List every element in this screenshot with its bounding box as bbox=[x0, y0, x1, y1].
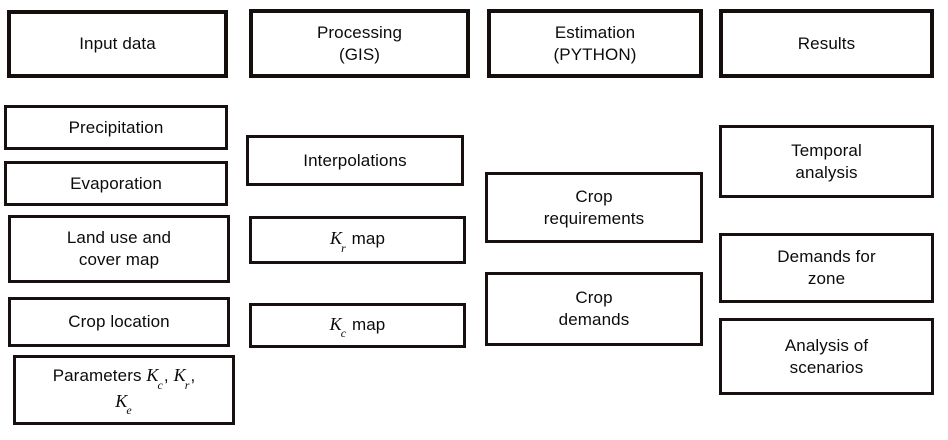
header-box-header-input-data: Input data bbox=[7, 10, 228, 78]
node-box-kr-map: Kr map bbox=[249, 216, 466, 264]
node-label-interpolations: Interpolations bbox=[303, 150, 407, 170]
node-label-precipitation: Precipitation bbox=[68, 117, 164, 137]
node-label-crop-location: Crop location bbox=[68, 312, 170, 332]
node-box-crop-location: Crop location bbox=[8, 297, 230, 347]
header-box-header-results: Results bbox=[719, 9, 934, 78]
header-label-header-results: Results bbox=[797, 33, 856, 53]
header-box-header-estimation-python: Estimation(PYTHON) bbox=[487, 9, 703, 78]
header-label-header-processing-gis: Processing(GIS) bbox=[316, 22, 403, 64]
node-box-kc-map: Kc map bbox=[249, 303, 466, 348]
node-box-parameters: Parameters Kc, Kr,Ke bbox=[13, 355, 235, 425]
header-label-header-estimation-python: Estimation(PYTHON) bbox=[553, 22, 637, 64]
node-label-kr-map: Kr map bbox=[329, 228, 386, 255]
node-label-parameters: Parameters Kc, Kr,Ke bbox=[52, 365, 196, 418]
node-label-kc-map: Kc map bbox=[329, 313, 386, 341]
header-box-header-processing-gis: Processing(GIS) bbox=[249, 9, 470, 78]
header-label-header-input-data: Input data bbox=[79, 34, 156, 54]
node-label-evaporation: Evaporation bbox=[70, 173, 162, 193]
node-box-evaporation: Evaporation bbox=[4, 161, 228, 206]
node-box-interpolations: Interpolations bbox=[246, 135, 464, 186]
node-box-precipitation: Precipitation bbox=[4, 105, 228, 150]
